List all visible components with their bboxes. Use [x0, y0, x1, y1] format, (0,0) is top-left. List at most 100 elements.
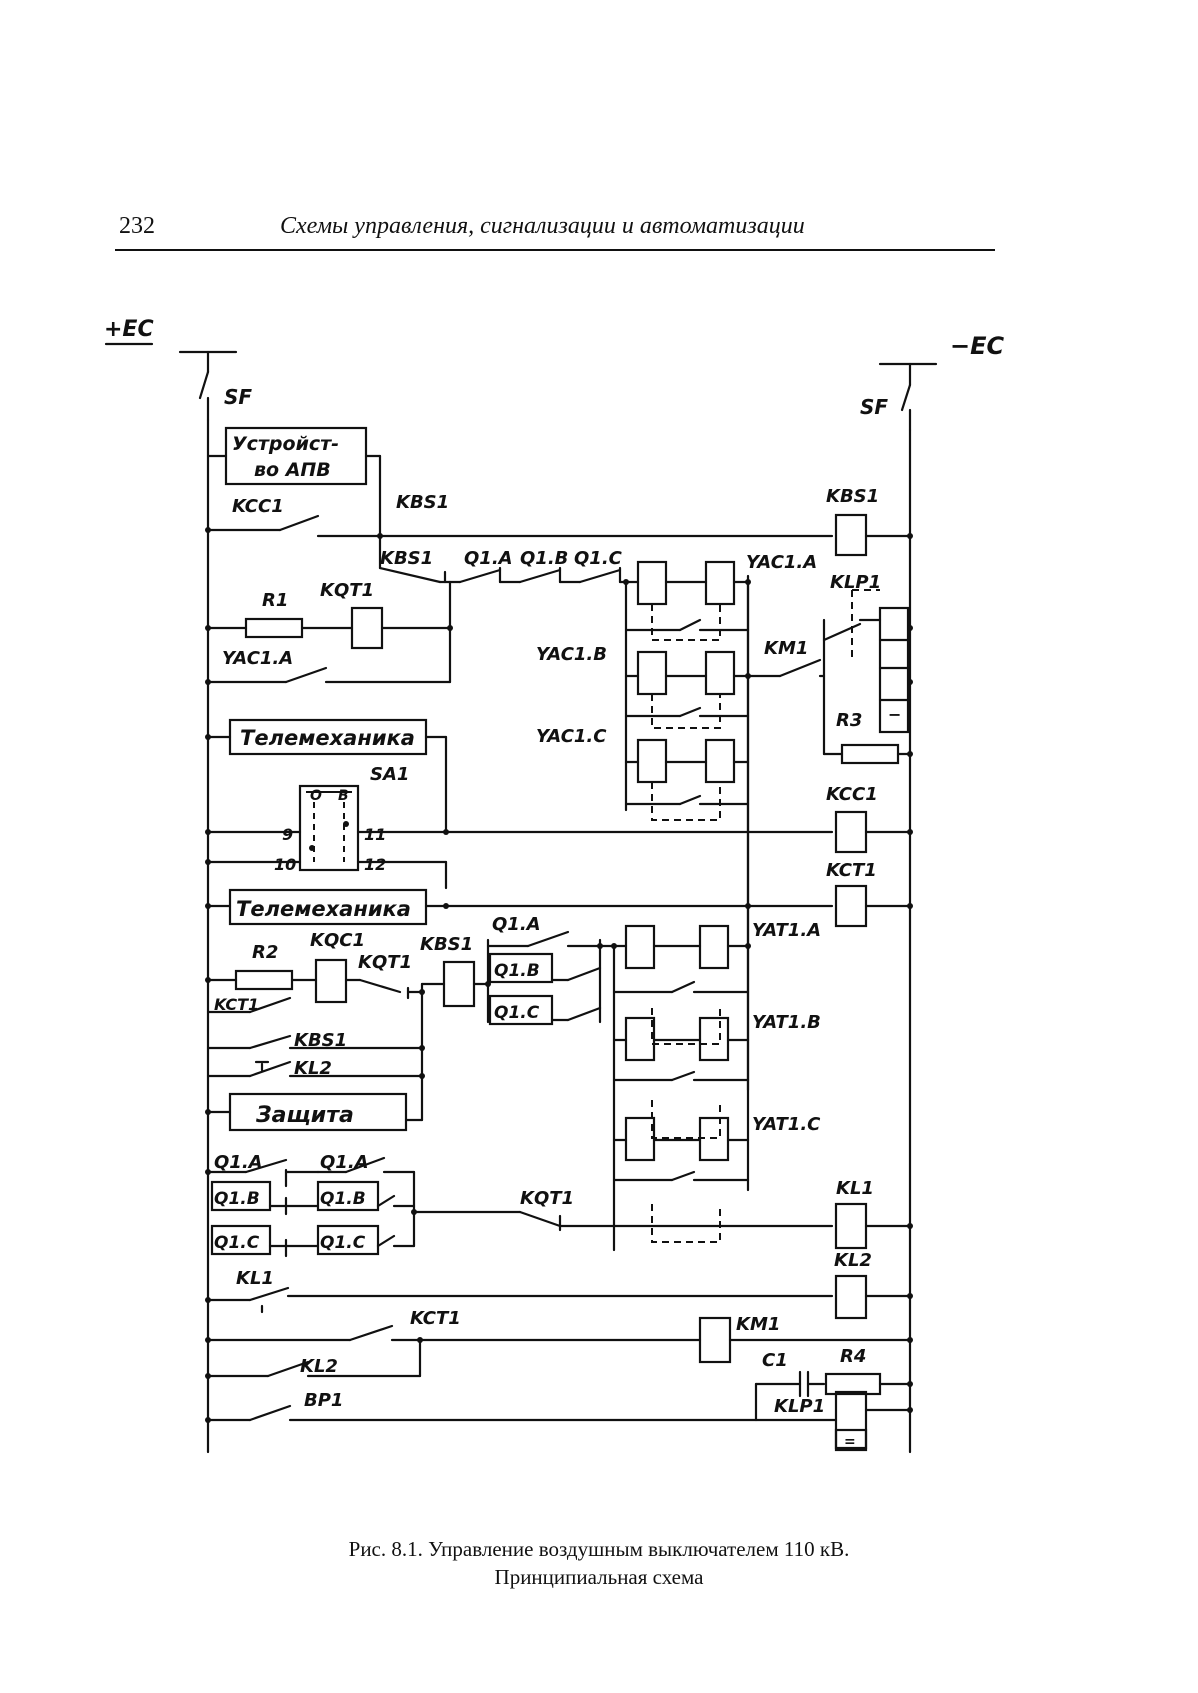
- sa1-9-label: 9: [282, 825, 293, 844]
- telemech-1-label: Телемеханика: [240, 726, 415, 750]
- kqt1-coil-label: KQT1: [320, 580, 374, 601]
- q1b-position-box-right: [316, 1180, 380, 1212]
- breaker-left-label: SF: [224, 385, 252, 409]
- klp1-relay-top: [878, 606, 910, 734]
- bus-right-label: −EC: [950, 332, 1005, 360]
- kcc1-contact-label: KCC1: [232, 496, 284, 517]
- yac1b-coil-1: [636, 650, 668, 696]
- q1c-position-box-left: [210, 1224, 272, 1256]
- q1c-trip-box: [488, 994, 554, 1026]
- q1c-position-box-right: [316, 1224, 380, 1256]
- kbs1-coil-label: KBS1: [826, 486, 879, 507]
- yac1a-contact: [284, 666, 328, 684]
- klp1-relay-bottom: [834, 1390, 868, 1450]
- r1-label: R1: [262, 590, 288, 611]
- km1-coil: [698, 1316, 732, 1364]
- r3-label: R3: [836, 710, 862, 731]
- q1b-position-box-left: [210, 1180, 272, 1212]
- kbs1-upper-label: KBS1: [396, 492, 449, 513]
- sa1-v-label: В: [338, 788, 349, 804]
- sa1-label: SA1: [370, 764, 409, 785]
- running-title: Схемы управления, сигнализации и автомат…: [280, 213, 805, 239]
- klp1-reset-box: [834, 1428, 868, 1452]
- kbs1-coil: [834, 513, 868, 557]
- yac1c-coil-2: [704, 738, 736, 784]
- sa1-11-label: 11: [364, 825, 386, 844]
- header-rule: [115, 249, 995, 251]
- q1a-trip-label: Q1.A: [492, 914, 541, 935]
- kqc1-coil: [314, 958, 348, 1004]
- apv-block-line1: Устройст-: [232, 433, 339, 455]
- q1c-trip-label: Q1.C: [494, 1003, 540, 1023]
- sa1-switch: [298, 784, 360, 872]
- q1a-right-label: Q1.A: [320, 1152, 369, 1173]
- r4-label: R4: [840, 1346, 866, 1367]
- bus-left-label: +EC: [104, 317, 154, 342]
- protection-label: Защита: [255, 1103, 354, 1128]
- yat1b-label: YAT1.B: [752, 1012, 821, 1033]
- r3-resistor: [840, 743, 900, 765]
- yat1c-coil-1: [624, 1116, 656, 1162]
- kl1-contact-label: KL1: [236, 1268, 274, 1289]
- km1-contact: [778, 658, 822, 678]
- kbs1-coil2-label: KBS1: [420, 934, 473, 955]
- yat1a-coil-1: [624, 924, 656, 970]
- kqt1-bottom-contact: [518, 1210, 562, 1228]
- kqt1-bottom-label: KQT1: [520, 1188, 574, 1209]
- sa1-10-label: 10: [274, 855, 296, 874]
- kcc1-coil: [834, 810, 868, 854]
- q1c-left-label: Q1.C: [214, 1233, 260, 1253]
- q1a-label: Q1.A: [464, 548, 513, 569]
- klp1-minus-label: −: [888, 705, 901, 724]
- kqc1-label: KQC1: [310, 930, 365, 951]
- c1-label: C1: [762, 1350, 788, 1371]
- r2-label: R2: [252, 942, 278, 963]
- kl2-coil-label: KL2: [834, 1250, 872, 1271]
- kbs1-contact2-label: KBS1: [294, 1030, 347, 1051]
- breaker-sf-right: [900, 383, 912, 412]
- km1-coil-label: KM1: [736, 1314, 780, 1335]
- kct1-coil: [834, 884, 868, 928]
- telemech-2-label: Телемеханика: [236, 897, 411, 921]
- kl2-contact-label: KL2: [294, 1058, 332, 1079]
- kct1-contact-label: KCT1: [214, 995, 259, 1014]
- kct1-bottom-label: KCT1: [410, 1308, 461, 1329]
- kbs1-coil-2: [442, 960, 476, 1008]
- sa1-o-label: О: [310, 788, 322, 804]
- kqt1-contact-label: KQT1: [358, 952, 412, 973]
- breaker-right-label: SF: [860, 395, 888, 419]
- q1a-left-label: Q1.A: [214, 1152, 263, 1173]
- kbs1-contact-label: KBS1: [380, 548, 433, 569]
- kl1-coil-label: KL1: [836, 1178, 874, 1199]
- klp1-equals-label: =: [844, 1434, 856, 1450]
- kqt1-contact: [358, 978, 402, 994]
- km1-contact-label: KM1: [764, 638, 808, 659]
- yac1a-coil-1: [636, 560, 668, 606]
- sa1-12-label: 12: [364, 855, 386, 874]
- kcc1-coil-label: KCC1: [826, 784, 878, 805]
- yac1c-coil-1: [636, 738, 668, 784]
- q1b-left-label: Q1.B: [214, 1189, 260, 1209]
- r1-resistor: [244, 617, 304, 639]
- klp1-top-label: KLP1: [830, 572, 881, 593]
- page-number: 232: [119, 213, 155, 239]
- bp1-label: BP1: [304, 1390, 343, 1411]
- q1b-label: Q1.B: [520, 548, 568, 569]
- kct1-coil-label: KCT1: [826, 860, 877, 881]
- q1b-right-label: Q1.B: [320, 1189, 366, 1209]
- yat1b-coil-1: [624, 1016, 656, 1062]
- r2-resistor: [234, 969, 294, 991]
- caption-line-2: Принципиальная схема: [494, 1565, 704, 1589]
- yac1b-label: YAC1.B: [536, 644, 607, 665]
- yac1c-label: YAC1.C: [536, 726, 607, 747]
- q1c-label: Q1.C: [574, 548, 623, 569]
- figure-caption: Рис. 8.1. Управление воздушным выключате…: [0, 1535, 1198, 1591]
- breaker-sf-left: [198, 370, 210, 400]
- page-header: 232 Схемы управления, сигнализации и авт…: [115, 205, 995, 251]
- yat1b-coil-2: [698, 1016, 730, 1062]
- kl2-coil: [834, 1274, 868, 1320]
- kl1-coil: [834, 1202, 868, 1250]
- yac1b-coil-2: [704, 650, 736, 696]
- klp1-bottom-label: KLP1: [774, 1396, 825, 1417]
